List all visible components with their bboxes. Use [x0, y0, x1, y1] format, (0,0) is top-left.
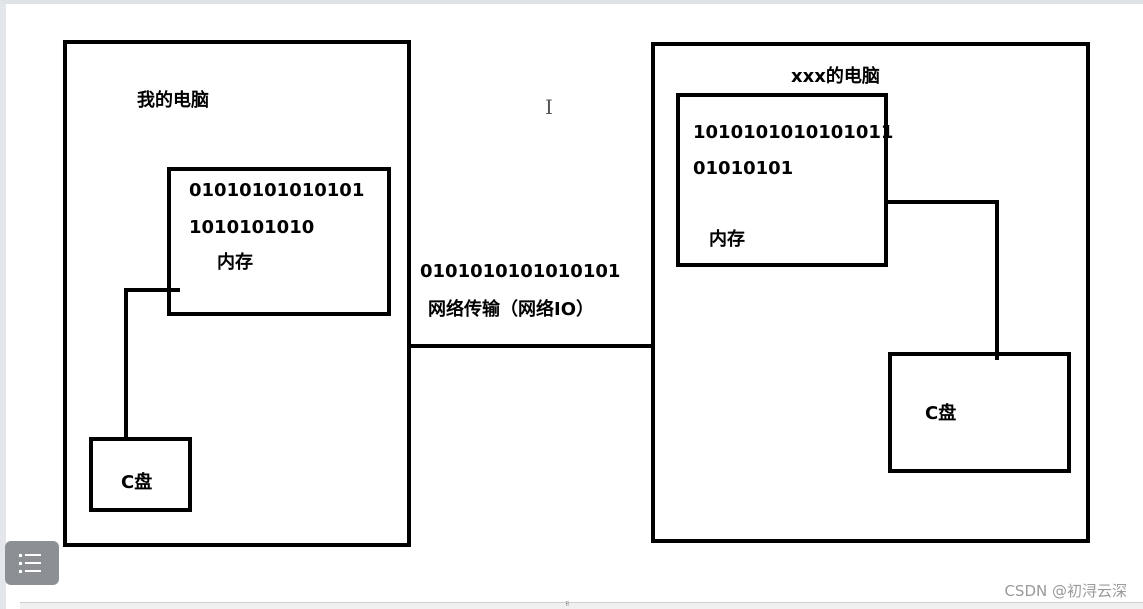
list-icon[interactable] — [5, 541, 59, 585]
other-computer-box — [651, 42, 1090, 543]
network-transfer-bits: 0101010101010101 — [420, 261, 621, 282]
my-memory-label: 内存 — [217, 252, 253, 273]
other-memory-to-disk-connector-h — [888, 200, 998, 204]
scrollbar-grip-icon[interactable]: ⠿ — [565, 601, 570, 608]
other-memory-label: 内存 — [709, 229, 745, 250]
other-memory-bits-line2: 01010101 — [693, 158, 794, 179]
my-memory-bits-line1: 01010101010101 — [189, 180, 365, 201]
my-memory-box — [167, 167, 391, 316]
watermark: CSDN @初浔云深 — [1004, 582, 1127, 600]
network-transfer-label: 网络传输（网络IO） — [428, 299, 594, 320]
my-memory-to-disk-connector-v — [124, 288, 128, 438]
other-memory-to-disk-connector-v — [995, 200, 999, 360]
network-link — [410, 344, 653, 348]
my-memory-bits-line2: 1010101010 — [189, 217, 315, 238]
other-memory-box — [676, 93, 888, 267]
my-computer-title: 我的电脑 — [137, 90, 209, 111]
my-disk-label: C盘 — [121, 472, 153, 493]
text-cursor-icon: I — [545, 95, 553, 119]
other-disk-label: C盘 — [925, 403, 957, 424]
my-disk-box — [89, 437, 192, 512]
my-computer-box — [63, 40, 411, 547]
my-memory-to-disk-connector-h — [124, 288, 180, 292]
other-memory-bits-line1: 1010101010101011 — [693, 122, 894, 143]
other-disk-box — [888, 352, 1071, 473]
other-computer-title: xxx的电脑 — [791, 66, 880, 87]
horizontal-scrollbar[interactable] — [20, 602, 1143, 609]
